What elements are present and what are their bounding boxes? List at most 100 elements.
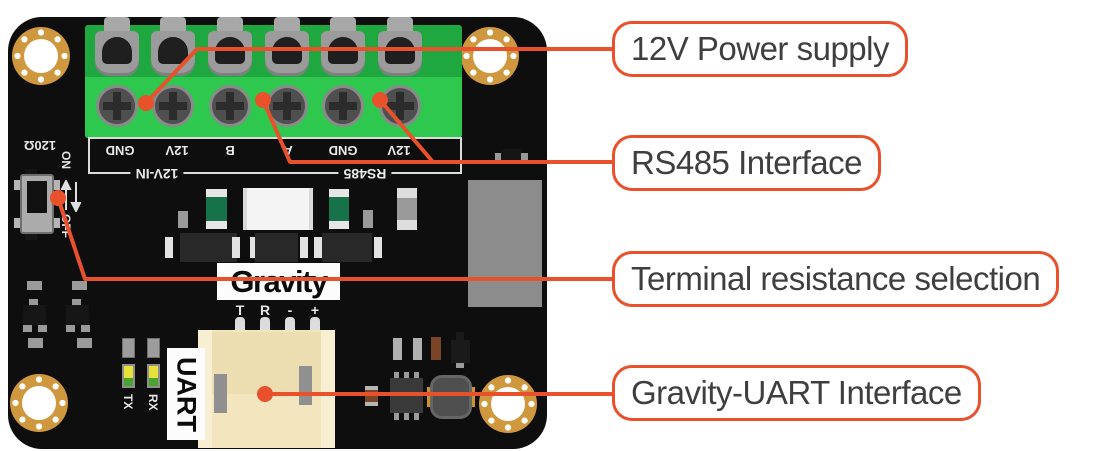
terminal-screw	[209, 85, 251, 127]
smd-component	[393, 338, 402, 360]
transistor-leg	[23, 325, 32, 332]
smd-component	[329, 197, 349, 221]
smd-component	[178, 211, 188, 228]
gravity-logo: Gravity	[217, 263, 340, 300]
callout-label: Terminal resistance selection	[631, 260, 1041, 297]
uart-silkscreen-box: UART	[167, 348, 205, 440]
pin-label: 12V	[387, 143, 411, 158]
smd-component	[501, 149, 522, 163]
switch-direction-arrows-icon	[61, 180, 81, 212]
transistor-leg	[72, 299, 81, 307]
callout-label: 12V Power supply	[631, 30, 889, 67]
uart-pin-label: +	[310, 302, 320, 318]
connector-contact	[299, 366, 312, 405]
transistor	[23, 305, 46, 325]
inductor-pad	[427, 387, 432, 407]
terminal-tab	[387, 17, 413, 31]
terminal-screw	[379, 85, 421, 127]
chip-pin	[165, 237, 173, 258]
switch-cap	[25, 233, 37, 240]
rs485-terminal-labels: B A GND 12V RS485	[216, 137, 462, 182]
smd-component	[365, 386, 378, 406]
callout-rs485-interface: RS485 Interface	[612, 135, 881, 191]
inductor	[430, 375, 472, 419]
switch-pin	[53, 180, 60, 190]
transistor-leg	[29, 299, 38, 307]
tx-led	[122, 364, 135, 388]
terminal-clamp	[265, 31, 309, 76]
inductor-pad	[470, 387, 475, 407]
smd-chip	[255, 233, 298, 262]
screw-terminal-block	[85, 17, 462, 138]
switch-off-label: OFF	[59, 214, 73, 238]
switch-slider	[27, 181, 47, 213]
terminal-screw	[96, 85, 138, 127]
power-jack-component	[468, 180, 542, 307]
smd-component	[413, 338, 422, 360]
chip-pin	[414, 372, 419, 379]
pin-label: B	[225, 143, 235, 158]
terminal-screw	[322, 85, 364, 127]
gravity-logo-text: Gravity	[230, 263, 328, 299]
callout-terminal-resistance-selection: Terminal resistance selection	[612, 251, 1060, 307]
led-resistor	[122, 338, 135, 358]
tx-label: TX	[121, 394, 135, 410]
terminal-tab	[330, 17, 356, 31]
pin-label: GND	[328, 143, 358, 158]
power-terminal-labels: GND 12V 12V-IN	[88, 137, 218, 182]
switch-pin	[14, 180, 21, 190]
terminal-screw	[266, 85, 308, 127]
mounting-hole	[10, 374, 68, 432]
smd-chip	[322, 233, 372, 262]
terminal-clamp	[95, 31, 139, 76]
transistor	[456, 332, 464, 340]
uart-pin-label: -	[287, 302, 293, 318]
terminal-screw	[152, 85, 194, 127]
terminal-clamp	[378, 31, 422, 76]
switch-pin	[14, 218, 21, 228]
uart-pin-label: T	[235, 302, 245, 318]
chip-pin	[300, 237, 308, 258]
mounting-hole	[12, 27, 70, 85]
callout-12v-power-supply: 12V Power supply	[612, 21, 908, 77]
terminal-tab	[104, 17, 130, 31]
chip-pin	[394, 372, 399, 379]
smd-chip	[390, 378, 423, 413]
chip-pin	[374, 237, 382, 258]
chip-pin	[404, 372, 409, 379]
transistor-leg	[456, 363, 464, 368]
pin-label: 12V	[165, 143, 189, 158]
uart-connector	[198, 330, 335, 448]
rx-led	[147, 364, 160, 388]
transistor-leg	[66, 325, 75, 332]
smd-pad	[27, 281, 42, 290]
smd-pad	[72, 281, 87, 290]
terminal-group-label: 12V-IN	[130, 166, 184, 182]
connector-wall	[321, 330, 335, 448]
terminal-group-label: RS485	[338, 166, 392, 182]
terminal-clamp	[151, 31, 195, 76]
terminal-clamp	[208, 31, 252, 76]
transistor	[451, 340, 470, 363]
chip-pin	[394, 413, 399, 420]
mounting-hole	[479, 375, 537, 433]
callout-gravity-uart-interface: Gravity-UART Interface	[612, 365, 981, 421]
callout-label: Gravity-UART Interface	[631, 374, 962, 411]
transistor	[66, 305, 89, 325]
terminal-tab	[217, 17, 243, 31]
smd-chip	[180, 233, 237, 262]
pin-label: GND	[105, 143, 135, 158]
terminal-clamp	[321, 31, 365, 76]
switch-on-label: ON	[59, 151, 73, 169]
led-resistor	[147, 338, 160, 358]
callout-label: RS485 Interface	[631, 144, 862, 181]
connector-contact	[214, 374, 227, 413]
smd-pad	[28, 338, 43, 348]
uart-label: UART	[171, 356, 202, 432]
uart-pin-label: R	[259, 302, 271, 318]
smd-component	[397, 198, 417, 220]
smd-pad	[521, 153, 528, 161]
pin-label: A	[283, 143, 293, 158]
switch-cap	[25, 169, 37, 176]
